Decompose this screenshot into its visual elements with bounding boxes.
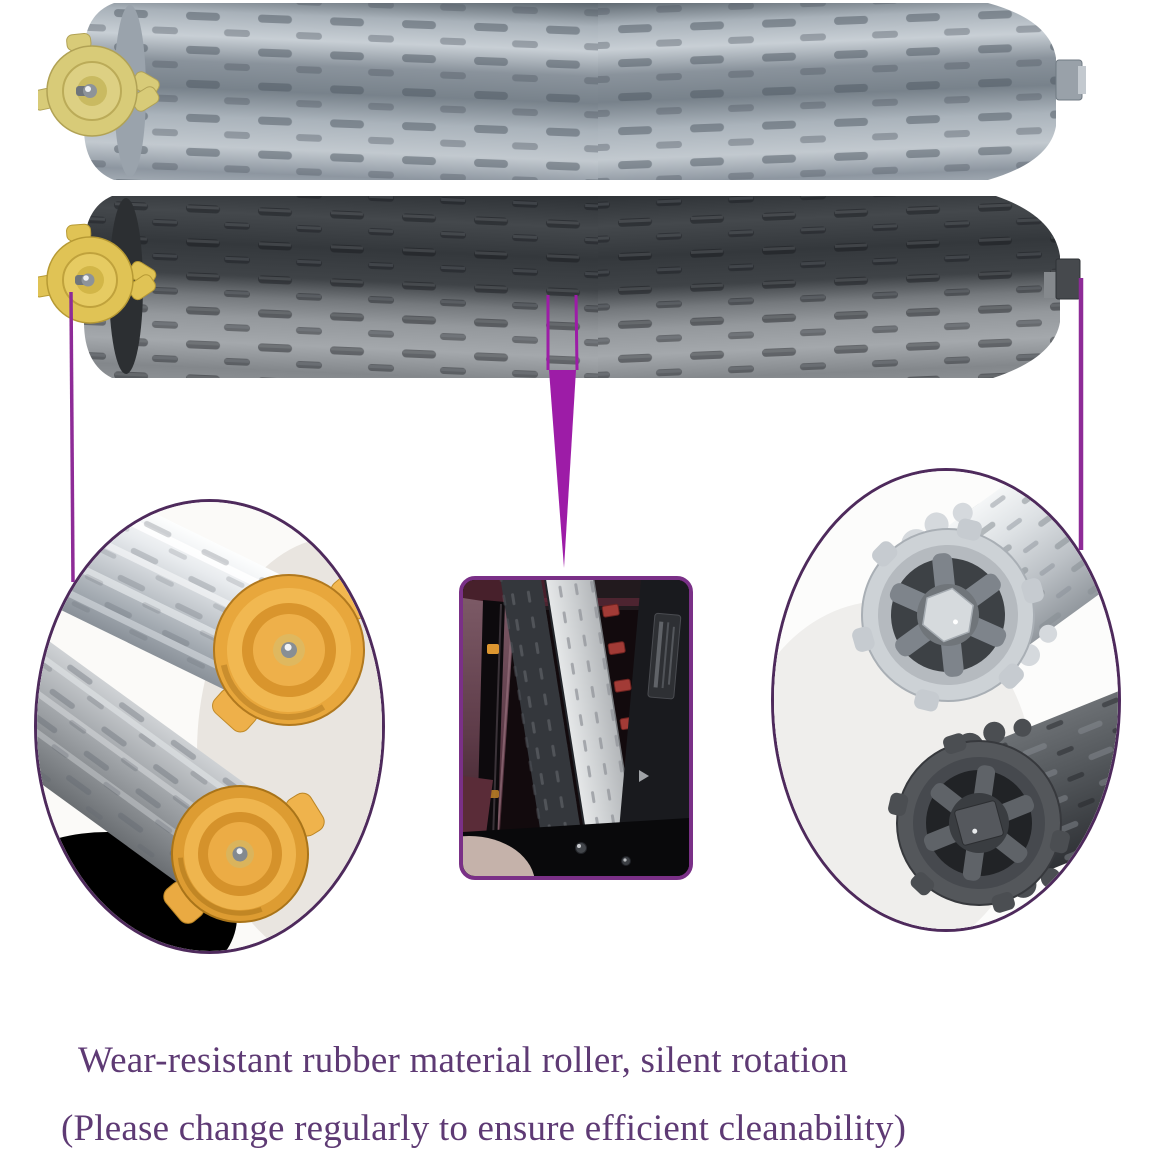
installed-rollers	[493, 580, 656, 876]
caption-line-1: Wear-resistant rubber material roller, s…	[78, 1040, 848, 1081]
roller-dark-body	[84, 196, 1060, 378]
roller-light-axle-face	[1078, 66, 1086, 94]
roller-light-body	[84, 3, 1056, 180]
roller-light-end-cap	[38, 32, 160, 137]
square-shaft	[954, 800, 1004, 846]
endcap-roller-bottom	[37, 613, 325, 924]
callout-left-endcaps	[34, 499, 385, 954]
roller-light-gray	[38, 3, 1086, 180]
installed-view-photo	[463, 580, 689, 876]
caption-line-2: (Please change regularly to ensure effic…	[61, 1108, 907, 1149]
callout-right-roller-ends	[771, 468, 1121, 932]
hex-nut	[922, 587, 974, 643]
roller-dark-gray	[38, 196, 1081, 378]
roller-end-bottom-dark	[888, 631, 1118, 913]
roller-dark-end-cap	[38, 223, 157, 324]
callout-left-photo	[37, 502, 382, 951]
callout-right-photo	[774, 471, 1118, 929]
roller-dark-axle-collar	[1044, 272, 1058, 298]
orange-clip	[487, 644, 499, 654]
callout-center-installed-view	[459, 576, 693, 880]
roller-dark-axle	[1055, 258, 1081, 300]
leader-funnel	[549, 370, 576, 568]
robot-label	[647, 612, 682, 700]
